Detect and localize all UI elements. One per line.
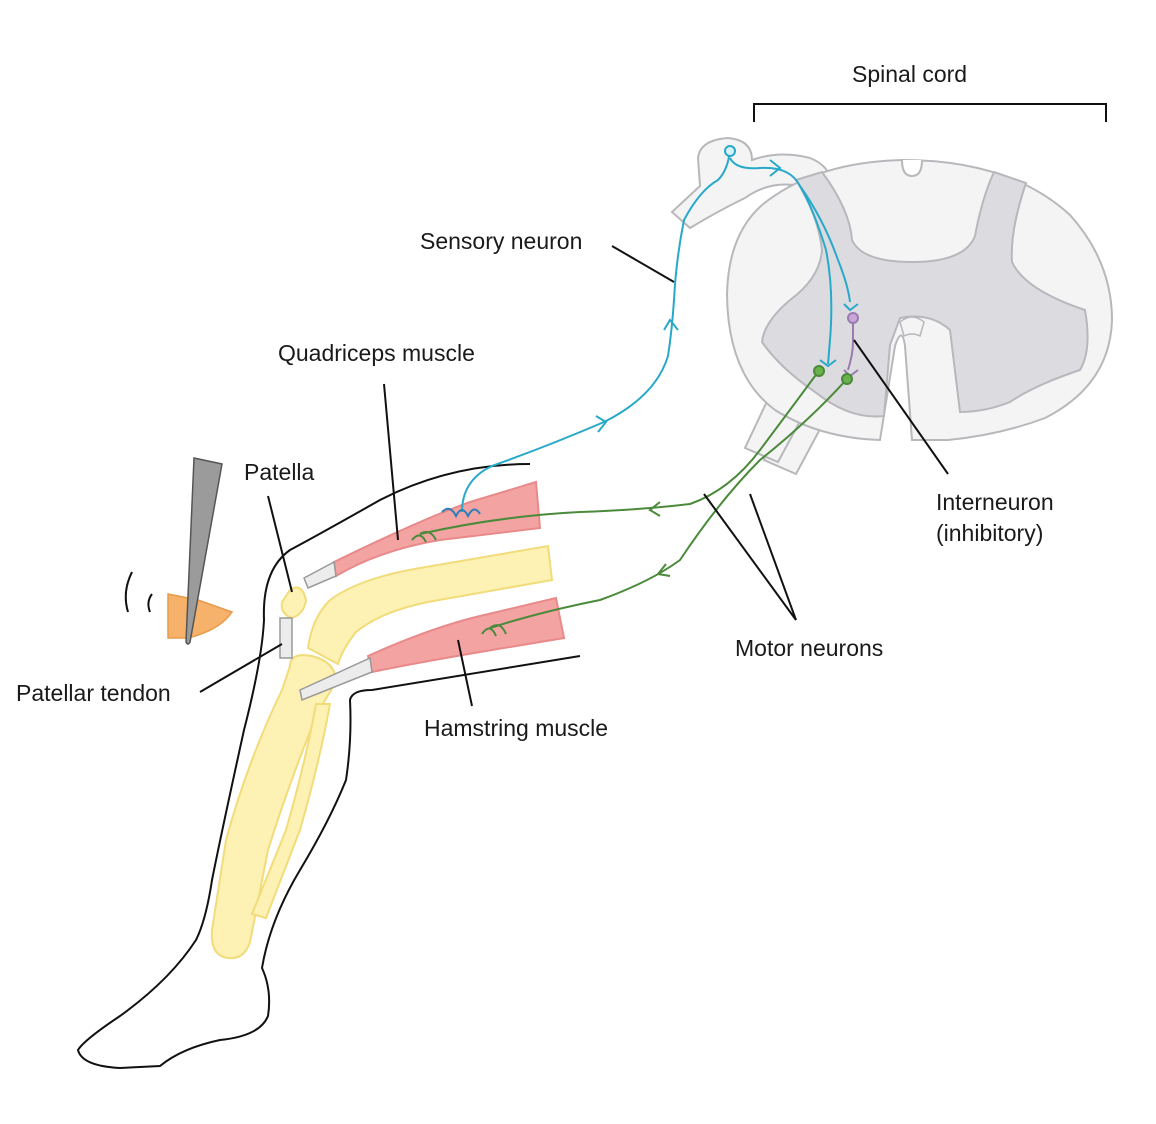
dorsal-median-sulcus — [901, 159, 923, 178]
muscle-spindle — [441, 507, 481, 519]
sensory-neuron — [441, 145, 859, 519]
tibia — [210, 654, 338, 960]
label-hamstring-muscle: Hamstring muscle — [424, 715, 608, 741]
leg — [76, 463, 581, 1070]
patella-leader — [267, 495, 293, 593]
label-interneuron: Interneuron — [936, 489, 1054, 515]
motor-neurons-leader-1 — [703, 493, 797, 621]
hammer-head — [167, 593, 234, 639]
motor-arrow-2 — [656, 563, 671, 577]
label-spinal-cord: Spinal cord — [852, 61, 967, 87]
quadriceps-muscle-shape — [332, 480, 542, 578]
sensory-neuron-axon — [461, 149, 731, 513]
label-inhibitory: (inhibitory) — [936, 520, 1043, 546]
femur — [306, 544, 554, 666]
sensory-arrow-3 — [769, 159, 782, 177]
reflex-hammer — [124, 457, 234, 645]
label-sensory-neuron: Sensory neuron — [420, 228, 582, 254]
leg-outline-front — [76, 463, 581, 1070]
sensory-synapse-2 — [843, 303, 859, 312]
label-patellar-tendon: Patellar tendon — [16, 680, 171, 706]
ventral-median-fissure — [899, 316, 925, 338]
hamstring-leader — [457, 639, 473, 707]
motor-endplate-hamstring — [481, 624, 507, 637]
interneuron-process — [847, 318, 854, 371]
motor-endplate-quadriceps — [411, 531, 437, 543]
fibula — [250, 703, 332, 920]
sensory-neuron-soma — [724, 145, 736, 157]
sensory-synapse-1 — [819, 359, 837, 368]
vibration-line-inner — [147, 593, 153, 613]
spinal-cord — [670, 136, 1114, 476]
sensory-neuron-branch — [799, 185, 851, 303]
sensory-arrow-2 — [663, 318, 679, 331]
quadriceps-leader — [383, 383, 399, 541]
sensory-arrow-1 — [595, 415, 608, 433]
label-motor-neurons: Motor neurons — [735, 635, 883, 661]
motor-neurons-leader-2 — [749, 493, 797, 621]
motor-arrow-1 — [648, 501, 661, 517]
quadriceps-tendon — [303, 560, 337, 589]
patella-bone — [280, 586, 308, 620]
grey-matter — [760, 170, 1089, 418]
motor-neuron-hamstring — [489, 379, 847, 629]
patellar-tendon-shape — [279, 617, 293, 659]
patellar-tendon-leader — [199, 643, 283, 693]
motor-neuron-soma-1 — [813, 365, 825, 377]
motor-neuron-quadriceps — [419, 371, 819, 535]
interneuron-soma — [847, 312, 859, 324]
label-quadriceps-muscle: Quadriceps muscle — [278, 340, 475, 366]
motor-neuron-soma-2 — [841, 373, 853, 385]
label-patella: Patella — [244, 459, 315, 485]
hamstring-tendon — [299, 656, 373, 702]
motor-neurons — [411, 365, 853, 637]
spinal-cord-bracket — [753, 103, 1107, 122]
sensory-neuron-leader — [611, 245, 675, 283]
interneuron-leader — [853, 339, 949, 475]
dorsal-root-ganglion — [670, 136, 834, 230]
hammer-handle — [185, 457, 223, 645]
vibration-line-outer — [124, 571, 133, 613]
hamstring-muscle-shape — [366, 596, 566, 674]
